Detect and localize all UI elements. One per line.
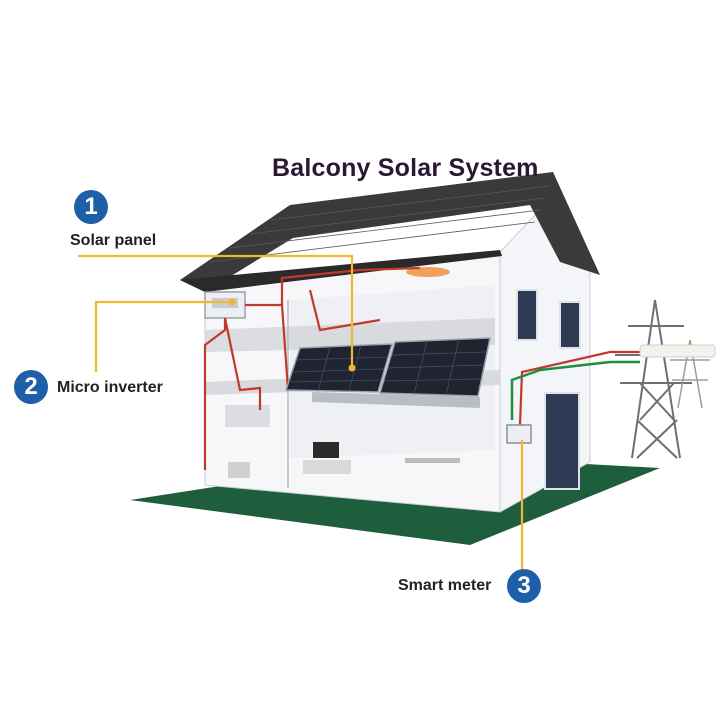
leader-dot-1	[348, 364, 356, 372]
callout-badge-3: 3	[507, 569, 541, 603]
solar-panel-left	[284, 343, 394, 393]
kitchen-cabinet	[225, 405, 270, 427]
diagram-title: Balcony Solar System	[272, 154, 539, 182]
dining-table	[405, 458, 460, 463]
callout-badge-2: 2	[14, 370, 48, 404]
door	[544, 392, 580, 490]
solar-panel-right	[379, 337, 491, 397]
pylon-crossarm	[639, 344, 716, 358]
callout-label-solar-panel: Solar panel	[70, 232, 157, 249]
green-cable	[510, 360, 640, 420]
window-2	[559, 301, 581, 349]
smart-meter-device	[506, 424, 532, 444]
leader-line-2	[94, 300, 232, 372]
roof	[180, 172, 600, 292]
tv-cabinet	[303, 460, 351, 474]
leader-line-1	[78, 254, 354, 368]
power-pylon-large	[615, 299, 700, 459]
ceiling-light	[406, 267, 450, 277]
leader-dot-2	[228, 298, 236, 306]
appliance	[228, 462, 250, 478]
solar-panels	[284, 337, 491, 408]
callout-badge-1: 1	[74, 190, 108, 224]
leader-lines	[78, 254, 524, 570]
window-1	[516, 289, 538, 341]
callout-label-micro-inverter: Micro inverter	[57, 379, 163, 396]
callout-label-smart-meter: Smart meter	[398, 577, 492, 594]
tv	[313, 442, 339, 458]
balcony-rail	[312, 392, 480, 408]
